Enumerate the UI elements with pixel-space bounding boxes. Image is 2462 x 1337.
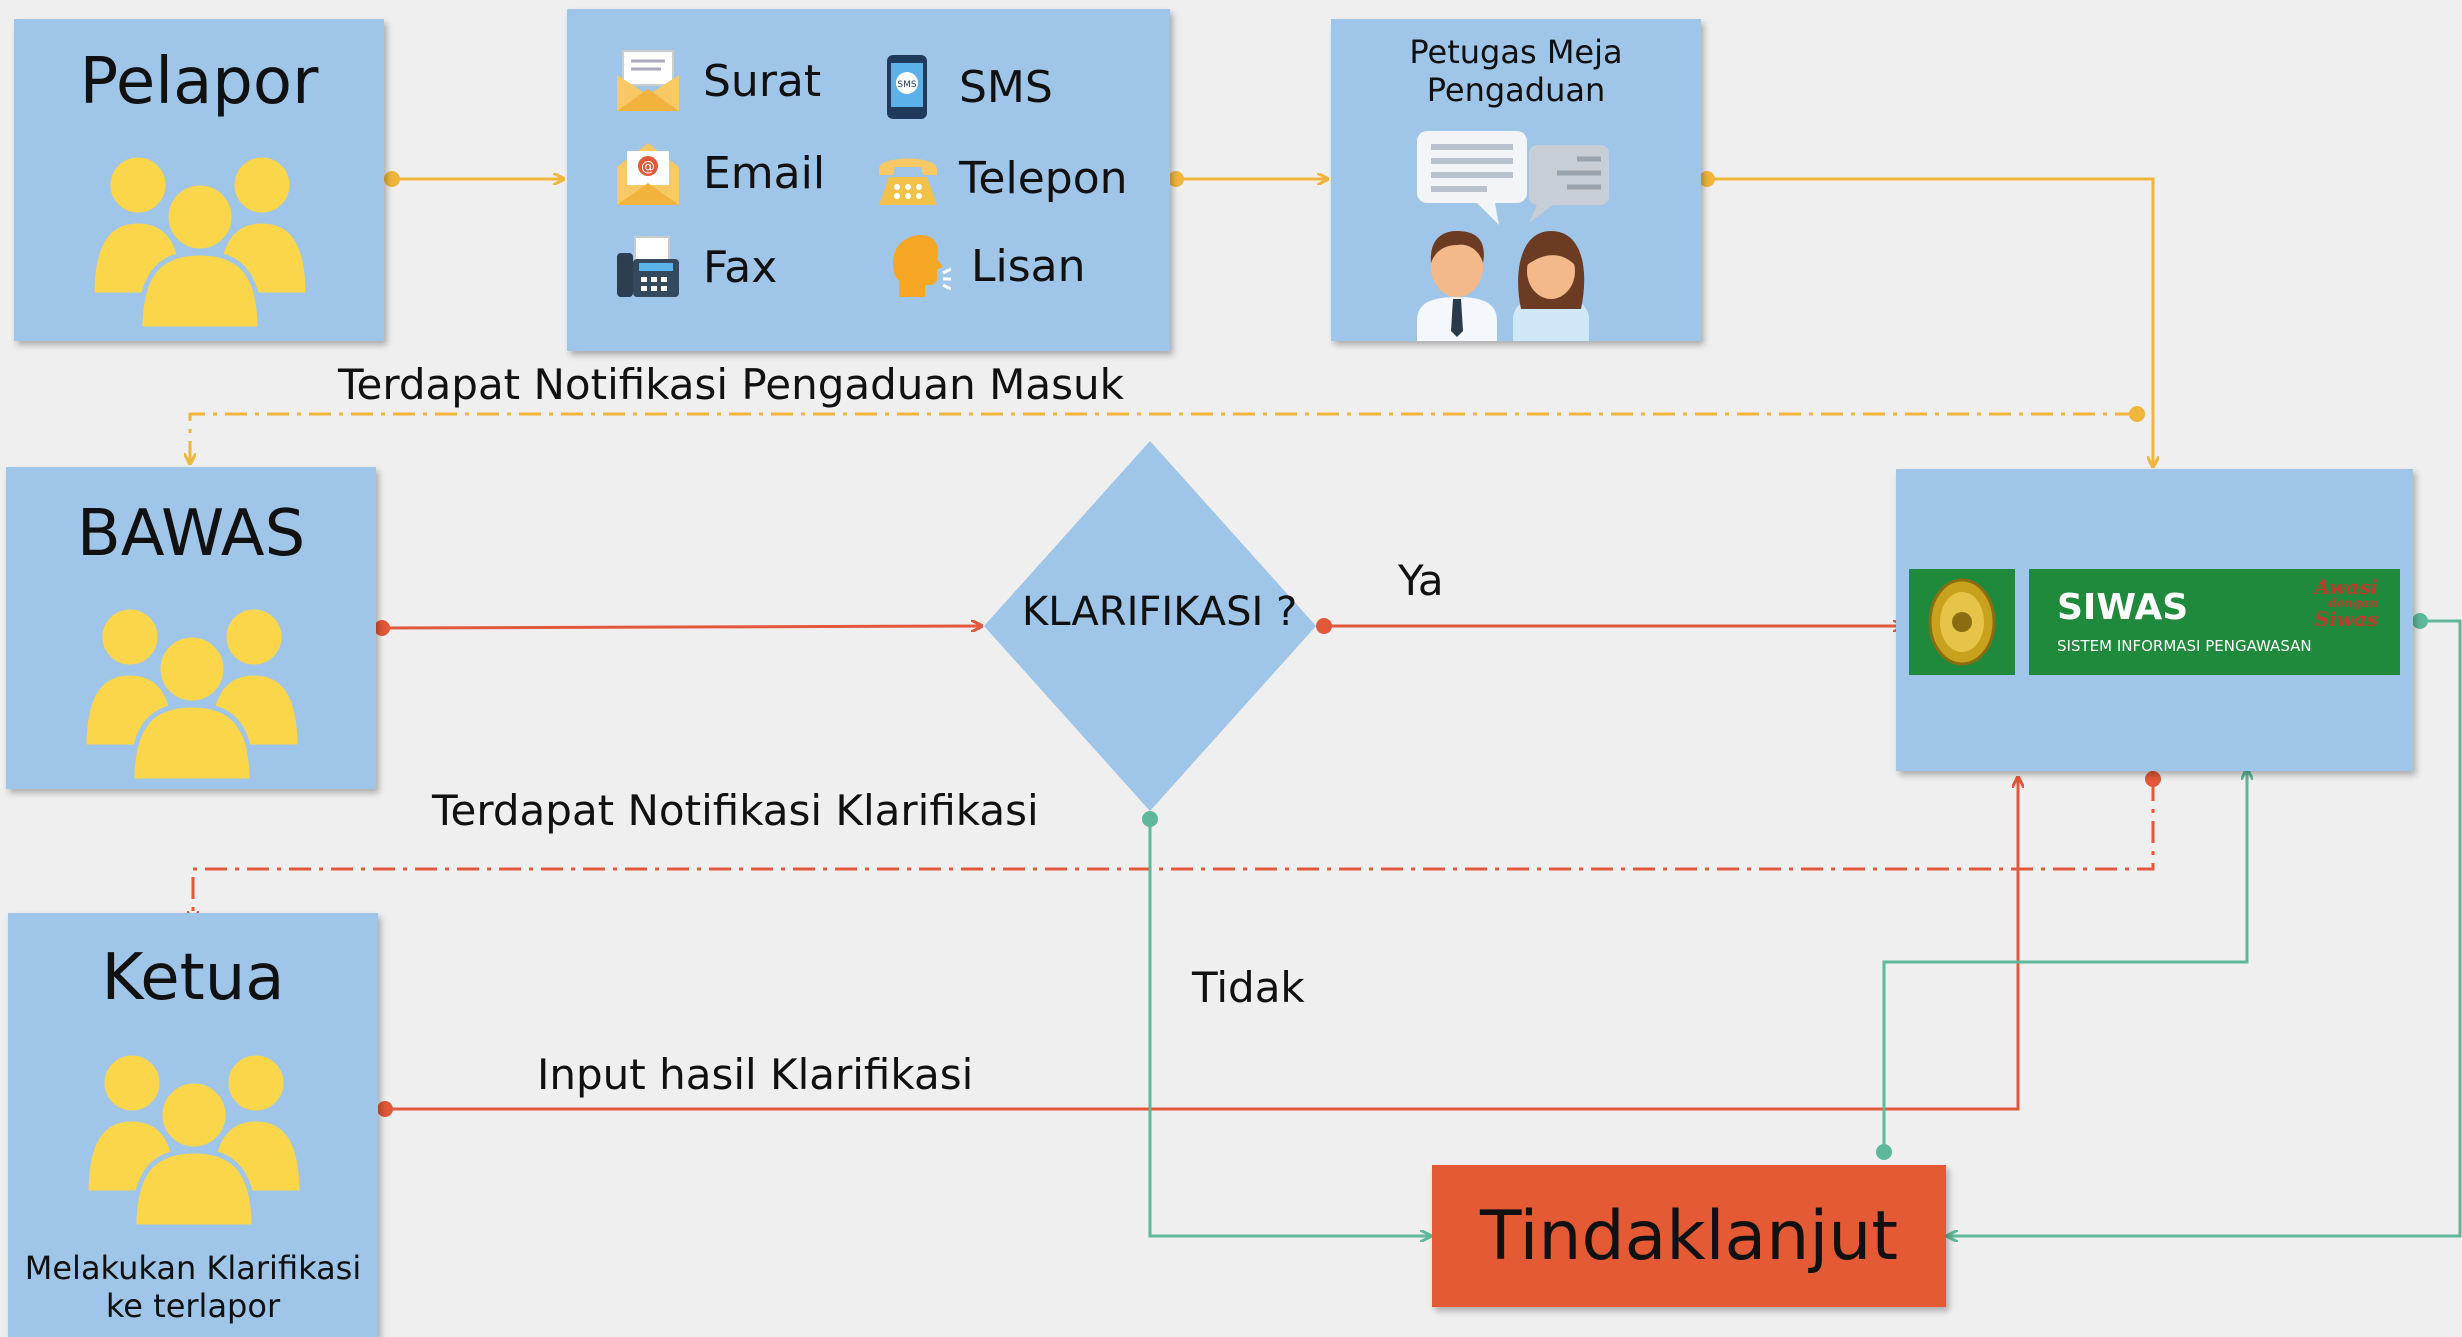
siwas-banner: SIWAS SISTEM INFORMASI PENGAWASAN Awasi … bbox=[1909, 569, 2400, 675]
svg-text:SMS: SMS bbox=[897, 80, 916, 90]
edge-input-hasil bbox=[377, 778, 2018, 1117]
email-icon: @ bbox=[617, 143, 679, 205]
tindaklanjut-box: Tindaklanjut bbox=[1432, 1165, 1946, 1307]
ketua-note-line1: Melakukan Klarifikasi bbox=[24, 1249, 362, 1287]
channel-telepon-label: Telepon bbox=[959, 152, 1128, 204]
ketua-title: Ketua bbox=[101, 941, 285, 1015]
svg-text:@: @ bbox=[641, 159, 655, 175]
petugas-title-line2: Pengaduan bbox=[1426, 71, 1606, 109]
edge-bawas-to-klarifikasi bbox=[374, 620, 981, 636]
people-group-icon bbox=[92, 152, 308, 329]
notif-klarifikasi-label: Terdapat Notifikasi Klarifikasi bbox=[432, 786, 1039, 835]
klarifikasi-decision bbox=[984, 441, 1316, 811]
tidak-label: Tidak bbox=[1192, 963, 1305, 1012]
ketua-box: Ketua Melakukan Klarifikasi ke terlapor bbox=[8, 913, 378, 1337]
edge-siwas-to-tindaklanjut bbox=[1948, 613, 2462, 1236]
channel-surat-label: Surat bbox=[703, 55, 822, 107]
siwas-tagline-2: dengan bbox=[2328, 596, 2378, 610]
mobile-phone-icon: SMS bbox=[887, 55, 927, 119]
channel-sms: SMS SMS bbox=[885, 53, 1053, 121]
channel-lisan: Lisan bbox=[885, 233, 1086, 299]
siwas-emblem bbox=[1909, 569, 2015, 675]
channel-email: @ Email bbox=[615, 139, 825, 207]
siwas-tagline: Awasi dengan Siwas bbox=[2314, 577, 2378, 629]
channel-lisan-label: Lisan bbox=[971, 240, 1086, 292]
edge-pelapor-to-channels bbox=[384, 171, 563, 187]
edge-petugas-to-siwas bbox=[1699, 171, 2153, 466]
channel-sms-label: SMS bbox=[959, 61, 1053, 113]
telephone-icon bbox=[879, 158, 937, 205]
court-emblem-icon bbox=[1928, 578, 1996, 666]
people-group-icon bbox=[84, 604, 300, 781]
notif-pengaduan-label: Terdapat Notifikasi Pengaduan Masuk bbox=[338, 360, 1124, 409]
bawas-box: BAWAS bbox=[6, 467, 376, 789]
channel-email-label: Email bbox=[703, 147, 826, 199]
siwas-box: SIWAS SISTEM INFORMASI PENGAWASAN Awasi … bbox=[1896, 469, 2413, 771]
channel-fax-label: Fax bbox=[703, 241, 778, 293]
channel-surat: Surat bbox=[615, 49, 821, 113]
edge-tindaklanjut-to-siwas bbox=[1876, 770, 2247, 1160]
klarifikasi-label: KLARIFIKASI ? bbox=[1022, 589, 1298, 635]
edge-channels-to-petugas bbox=[1168, 171, 1327, 187]
fax-icon bbox=[617, 236, 679, 297]
tindaklanjut-label: Tindaklanjut bbox=[1480, 1196, 1898, 1276]
bawas-title: BAWAS bbox=[76, 497, 306, 571]
siwas-title: SIWAS bbox=[2057, 587, 2189, 628]
edge-notif-klarifikasi bbox=[193, 771, 2161, 921]
siwas-title-panel: SIWAS SISTEM INFORMASI PENGAWASAN Awasi … bbox=[2029, 569, 2400, 675]
petugas-box: Petugas Meja Pengaduan bbox=[1331, 19, 1701, 341]
channel-fax: Fax bbox=[615, 235, 777, 299]
pelapor-box: Pelapor bbox=[14, 19, 384, 341]
petugas-title-line1: Petugas Meja bbox=[1409, 33, 1623, 71]
edge-klarifikasi-tidak bbox=[1142, 811, 1430, 1236]
people-group-icon bbox=[86, 1050, 302, 1227]
speaking-head-icon bbox=[893, 235, 951, 297]
channels-box: Surat SMS SMS @ Email Telepon bbox=[567, 9, 1170, 351]
edge-klarifikasi-ya-to-siwas bbox=[1316, 618, 1903, 634]
ya-label: Ya bbox=[1398, 556, 1444, 605]
helpdesk-staff-icon bbox=[1417, 131, 1609, 341]
edge-notif-pengaduan bbox=[190, 406, 2145, 463]
channel-telepon: Telepon bbox=[875, 149, 1128, 207]
input-hasil-label: Input hasil Klarifikasi bbox=[537, 1050, 974, 1099]
siwas-subtitle: SISTEM INFORMASI PENGAWASAN bbox=[2057, 637, 2312, 655]
decision-diamond-shape bbox=[984, 441, 1316, 811]
siwas-tagline-1: Awasi bbox=[2314, 575, 2378, 599]
pelapor-title: Pelapor bbox=[79, 45, 319, 119]
siwas-tagline-3: Siwas bbox=[2314, 607, 2378, 631]
envelope-icon bbox=[617, 50, 679, 111]
ketua-note-line2: ke terlapor bbox=[105, 1287, 281, 1325]
